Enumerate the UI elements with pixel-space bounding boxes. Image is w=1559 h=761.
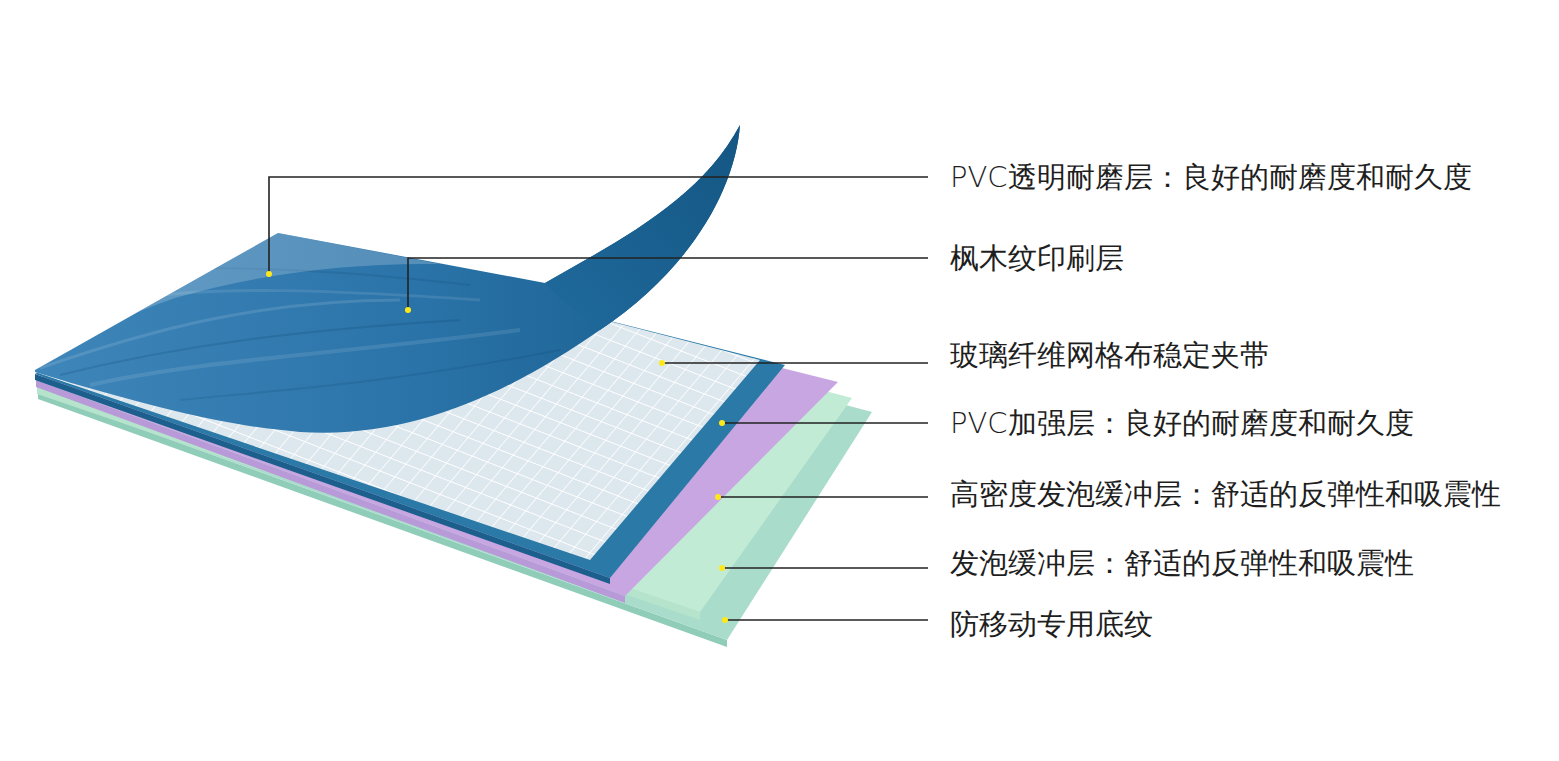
leader-line	[718, 496, 928, 498]
leader-dot	[722, 617, 728, 623]
top-sheet	[35, 125, 740, 433]
leader-line	[408, 258, 928, 310]
leader-dot	[659, 360, 665, 366]
leader-line	[722, 422, 928, 424]
leader-dot	[719, 565, 725, 571]
layer-label: PVC透明耐磨层：良好的耐磨度和耐久度	[950, 160, 1472, 195]
leader-dot	[719, 420, 725, 426]
layer-label: 发泡缓冲层：舒适的反弹性和吸震性	[950, 546, 1414, 581]
layer-label: 高密度发泡缓冲层：舒适的反弹性和吸震性	[950, 477, 1501, 512]
leader-dot	[266, 271, 272, 277]
curl-underside	[545, 125, 740, 330]
layer-label: 防移动专用底纹	[950, 607, 1153, 642]
leader-line	[662, 362, 928, 364]
layer-label: 玻璃纤维网格布稳定夹带	[950, 338, 1269, 373]
leader-dots	[266, 271, 728, 623]
layer-label: 枫木纹印刷层	[950, 241, 1124, 276]
leader-line	[725, 619, 928, 621]
leader-lines	[269, 177, 928, 620]
layer-label: PVC加强层：良好的耐磨度和耐久度	[950, 406, 1414, 441]
leader-dot	[715, 494, 721, 500]
leader-dot	[405, 307, 411, 313]
leader-line	[722, 567, 928, 569]
leader-line	[269, 177, 928, 274]
